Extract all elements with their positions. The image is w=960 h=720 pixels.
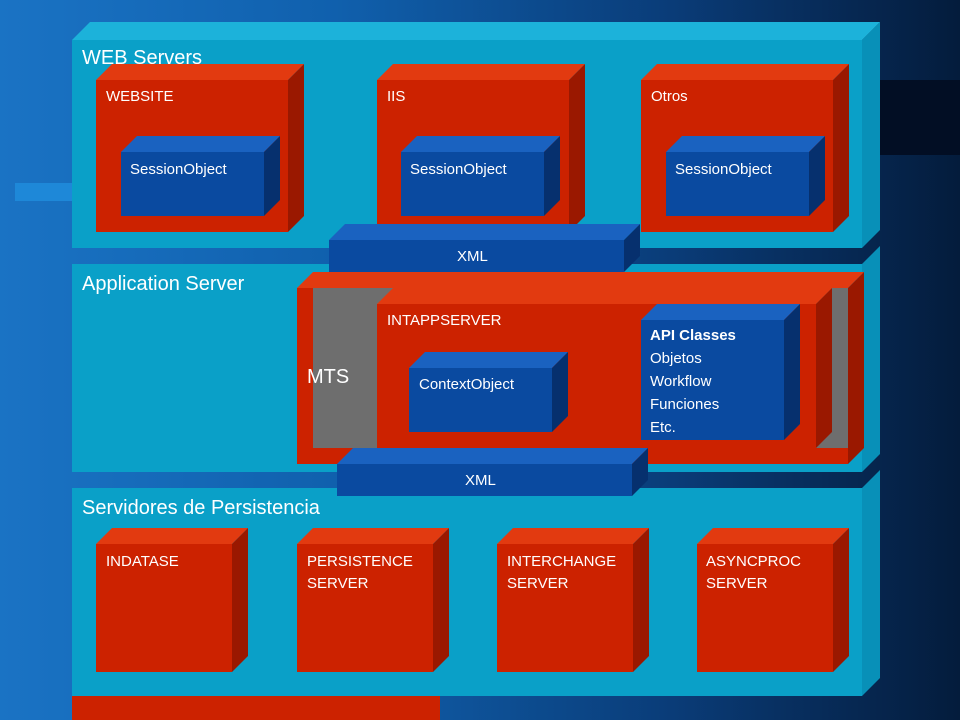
- api-classes-box: [641, 304, 800, 440]
- asyncproc-server-box: [697, 528, 849, 672]
- web-servers-title: WEB Servers: [82, 47, 203, 69]
- mts-label: MTS: [307, 366, 350, 388]
- session-object-label-iis: SessionObject: [410, 161, 507, 178]
- session-object-label-otros: SessionObject: [675, 161, 772, 178]
- api-item: Workflow: [650, 373, 712, 390]
- api-item: Etc.: [650, 419, 676, 436]
- iis-label: IIS: [387, 88, 406, 105]
- asyncproc-server-label: ASYNCPROC: [706, 553, 802, 570]
- context-object-box: [409, 352, 568, 432]
- api-item: Funciones: [650, 396, 720, 413]
- session-object-label-website: SessionObject: [130, 161, 227, 178]
- decor-red-bar: [72, 695, 440, 720]
- session-object-box-iis: [401, 136, 560, 216]
- decor-blue-bar: [15, 183, 75, 201]
- interchange-server-label-2: SERVER: [507, 575, 569, 592]
- xml-top-connector: [329, 224, 640, 272]
- indatase-box: [96, 528, 248, 672]
- session-object-box-otros: [666, 136, 825, 216]
- session-object-box-website: [121, 136, 280, 216]
- website-label: WEBSITE: [106, 88, 174, 105]
- xml-bottom-label: XML: [465, 472, 496, 489]
- otros-label: Otros: [651, 88, 688, 105]
- persistence-server-label-2: SERVER: [307, 575, 369, 592]
- indatase-label: INDATASE: [106, 553, 179, 570]
- interchange-server-label: INTERCHANGE: [507, 553, 617, 570]
- persistence-server-box: [297, 528, 449, 672]
- context-object-label: ContextObject: [419, 376, 515, 393]
- application-server-title: Application Server: [82, 273, 245, 295]
- asyncproc-server-label-2: SERVER: [706, 575, 768, 592]
- decor-dark-bar: [880, 80, 960, 155]
- intappserver-label: INTAPPSERVER: [387, 312, 502, 329]
- xml-top-label: XML: [457, 248, 488, 265]
- api-classes-heading: API Classes: [650, 327, 736, 344]
- xml-bottom-connector: [337, 448, 648, 496]
- api-item: Objetos: [650, 350, 702, 367]
- persistence-server-label: PERSISTENCE: [307, 553, 413, 570]
- persistence-title: Servidores de Persistencia: [82, 497, 320, 519]
- interchange-server-box: [497, 528, 649, 672]
